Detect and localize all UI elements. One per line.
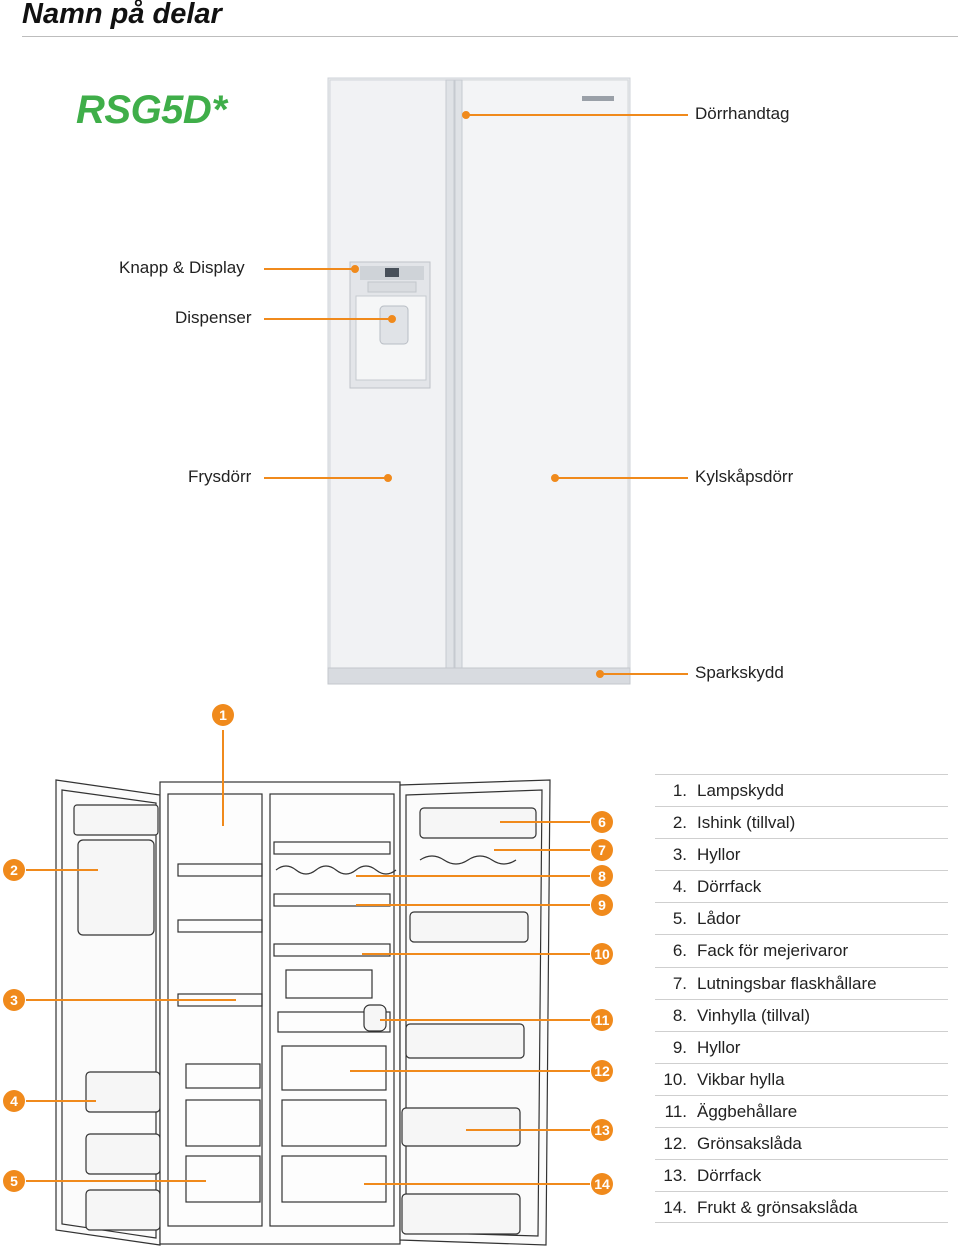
list-item: 4.Dörrfack — [655, 870, 948, 902]
fridge-interior-image — [55, 779, 551, 1246]
callout-dispenser: Dispenser — [175, 308, 252, 327]
model-name: RSG5D* — [76, 88, 227, 132]
list-item: 5.Lådor — [655, 902, 948, 934]
callout-button-display: Knapp & Display — [119, 258, 245, 277]
badge-9: 9 — [591, 894, 613, 916]
fridge-exterior-image — [327, 77, 631, 685]
badge-6: 6 — [591, 811, 613, 833]
badge-11: 11 — [591, 1009, 613, 1031]
list-item: 10.Vikbar hylla — [655, 1062, 948, 1095]
badge-14: 14 — [591, 1173, 613, 1195]
callout-fridge-door: Kylskåpsdörr — [695, 467, 794, 486]
list-item: 12.Grönsakslåda — [655, 1127, 948, 1159]
badge-7: 7 — [591, 839, 613, 861]
callout-freezer-door: Frysdörr — [188, 467, 252, 486]
callout-kick-plate: Sparkskydd — [695, 663, 784, 682]
badge-2: 2 — [3, 859, 25, 881]
list-item: 6.Fack för mejerivaror — [655, 934, 948, 966]
list-item: 7.Lutningsbar flaskhållare — [655, 966, 948, 999]
badge-5: 5 — [3, 1170, 25, 1192]
list-item: 8.Vinhylla (tillval) — [655, 998, 948, 1031]
callout-door-handle: Dörrhandtag — [695, 104, 790, 123]
badge-12: 12 — [591, 1060, 613, 1082]
badge-8: 8 — [591, 865, 613, 887]
badge-1: 1 — [212, 704, 234, 726]
page-title: Namn på delar — [22, 0, 222, 30]
title-divider — [22, 36, 958, 37]
badge-3: 3 — [3, 989, 25, 1011]
badge-13: 13 — [591, 1119, 613, 1141]
list-item: 13.Dörrfack — [655, 1159, 948, 1191]
badge-4: 4 — [3, 1090, 25, 1112]
badge-10: 10 — [591, 943, 613, 965]
list-item: 14.Frukt & grönsakslåda — [655, 1191, 948, 1224]
list-item: 9.Hyllor — [655, 1030, 948, 1063]
list-item: 2.Ishink (tillval) — [655, 806, 948, 838]
list-item: 1.Lampskydd — [655, 774, 948, 806]
list-item: 3.Hyllor — [655, 838, 948, 870]
parts-list: 1.Lampskydd 2.Ishink (tillval) 3.Hyllor … — [655, 774, 948, 1224]
list-item: 11.Äggbehållare — [655, 1094, 948, 1127]
